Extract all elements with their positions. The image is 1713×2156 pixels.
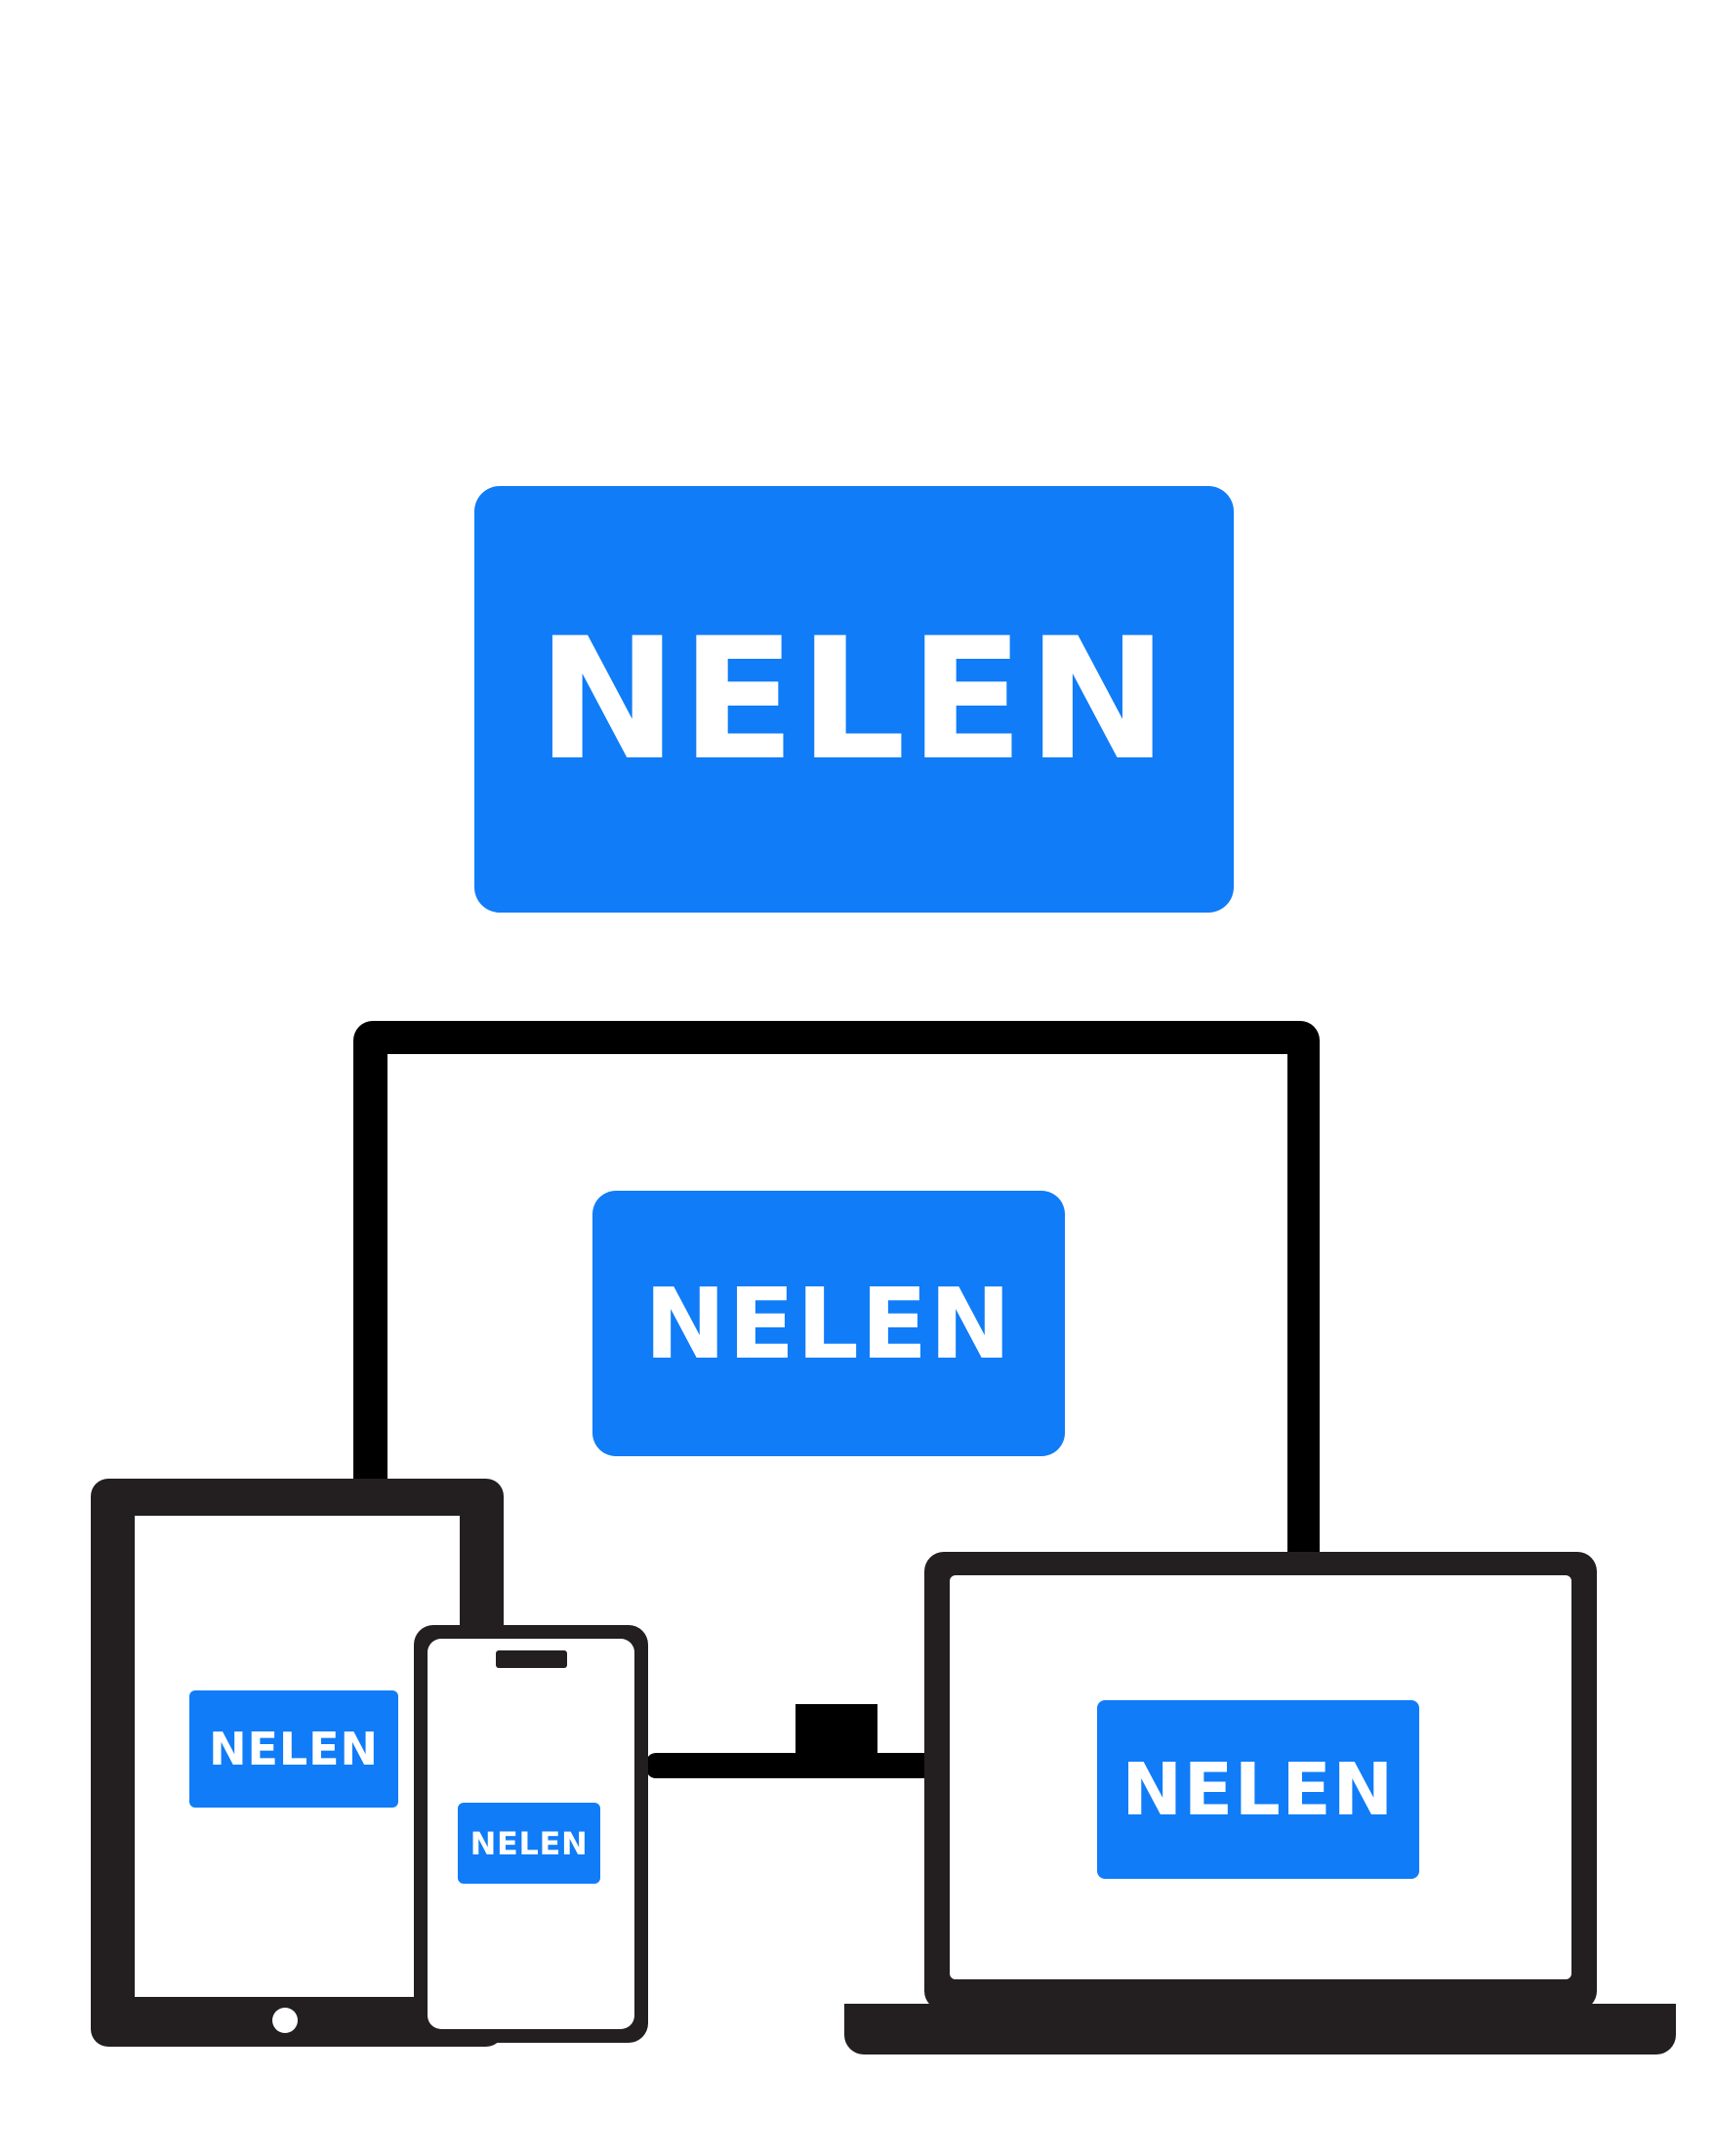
nelen-logo-laptop: NELEN xyxy=(1097,1700,1419,1879)
logo-text: NELEN xyxy=(209,1723,379,1775)
logo-text: NELEN xyxy=(537,601,1171,797)
nelen-logo-tablet: NELEN xyxy=(189,1690,398,1808)
tablet-home-button xyxy=(272,2008,298,2033)
monitor-neck xyxy=(795,1704,877,1755)
nelen-logo-main: NELEN xyxy=(474,486,1234,913)
logo-text: NELEN xyxy=(469,1824,589,1862)
laptop-base xyxy=(844,2004,1676,2054)
nelen-logo-monitor: NELEN xyxy=(592,1191,1065,1456)
logo-text: NELEN xyxy=(644,1266,1013,1381)
phone-speaker xyxy=(496,1650,567,1668)
logo-text: NELEN xyxy=(1122,1747,1395,1832)
nelen-logo-phone: NELEN xyxy=(458,1803,600,1884)
